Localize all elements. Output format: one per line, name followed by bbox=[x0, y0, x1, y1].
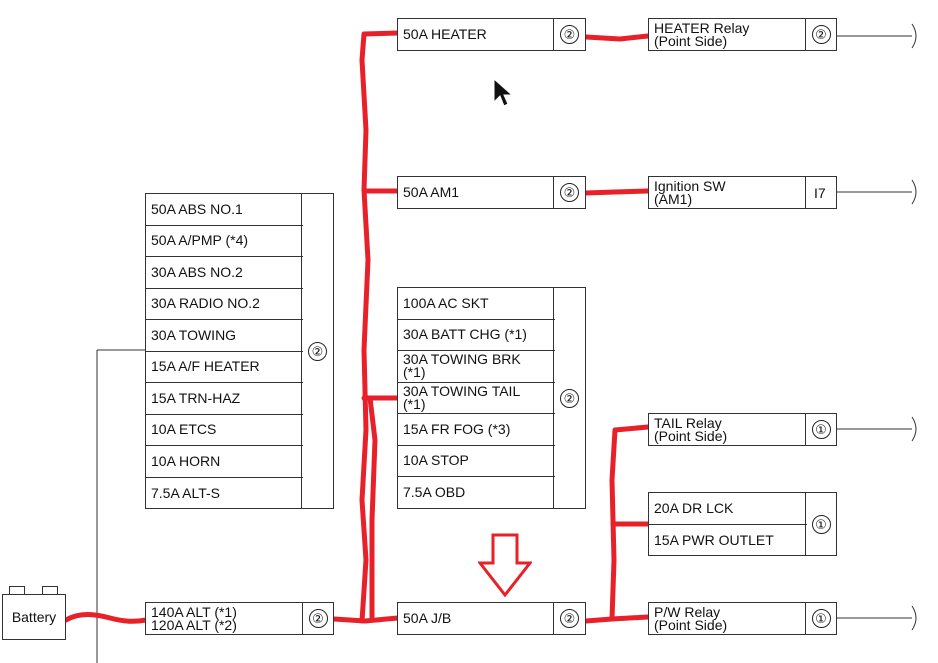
wire-break-4 bbox=[911, 605, 917, 631]
battery-label: Battery bbox=[11, 609, 57, 625]
fuse-row: 7.5A ALT-S bbox=[151, 484, 221, 501]
connector-number: ② bbox=[560, 25, 579, 44]
pw-relay: P/W Relay (Point Side) ① bbox=[648, 602, 837, 635]
fuse-row: 50A ABS NO.1 bbox=[146, 194, 303, 226]
fuse-row: 15A PWR OUTLET bbox=[654, 531, 774, 548]
connector-cell: ② bbox=[553, 19, 585, 50]
fuse-row: 50A A/PMP (*4) bbox=[146, 226, 303, 257]
red-wire-alt-jb bbox=[331, 615, 401, 624]
connector-cell: I7 bbox=[805, 177, 836, 208]
tail-relay: TAIL Relay (Point Side) ① bbox=[648, 413, 837, 446]
connector-number: ② bbox=[308, 609, 328, 628]
red-wire-battery-alt bbox=[63, 612, 149, 624]
connector-number: ② bbox=[560, 388, 579, 408]
jb-fuse-label: 50A J/B bbox=[403, 610, 452, 626]
heater-fuse: 50A HEATER ② bbox=[397, 18, 586, 51]
ignition-switch-line1: Ignition SW bbox=[654, 177, 726, 194]
wire-break-3 bbox=[911, 416, 917, 442]
connector-number: ② bbox=[560, 183, 579, 202]
fuse-row: 15A A/F HEATER bbox=[146, 352, 303, 383]
middle-fuse-block: 100A AC SKT 30A BATT CHG (*1) 30A TOWING… bbox=[397, 287, 586, 509]
heater-relay-line2: (Point Side) bbox=[654, 32, 728, 49]
fuse-row: 30A TOWING bbox=[146, 320, 303, 352]
red-wire-right-trunk bbox=[609, 424, 651, 622]
am1-fuse-label: 50A AM1 bbox=[403, 184, 460, 200]
alt-fuse: 140A ALT (*1) 120A ALT (*2) ② bbox=[145, 602, 334, 635]
red-wire-trunk bbox=[359, 30, 401, 624]
battery: Battery bbox=[2, 594, 66, 640]
connector-number: ② bbox=[308, 341, 327, 361]
red-wire-heater-relay bbox=[583, 33, 651, 42]
connector-cell: ② bbox=[805, 19, 836, 50]
connector-cell: ② bbox=[553, 177, 585, 208]
fuse-row: 10A STOP bbox=[398, 446, 555, 477]
mouse-pointer-icon bbox=[493, 78, 513, 107]
tail-relay-line1: TAIL Relay bbox=[654, 414, 722, 431]
connector-number: ① bbox=[811, 420, 831, 439]
heater-fuse-label: 50A HEATER bbox=[403, 26, 487, 42]
battery-terminal-negative bbox=[9, 586, 25, 594]
ignition-switch: Ignition SW (AM1) I7 bbox=[648, 176, 837, 209]
pw-relay-label: P/W Relay (Point Side) bbox=[649, 603, 807, 634]
red-wire-jb-out bbox=[583, 614, 651, 624]
connector-cell: ① bbox=[805, 414, 836, 445]
red-wire-ignition bbox=[583, 188, 651, 196]
fuse-row: 15A FR FOG (*3) bbox=[398, 414, 555, 446]
am1-fuse: 50A AM1 ② bbox=[397, 176, 586, 209]
connector-number: ② bbox=[811, 25, 831, 44]
fuse-row: 10A HORN bbox=[146, 446, 303, 478]
red-wire-trunk-2 bbox=[367, 395, 378, 623]
fuse-row: 20A DR LCK bbox=[649, 493, 807, 525]
tail-relay-line2: (Point Side) bbox=[654, 427, 728, 444]
connector-cell: ② bbox=[553, 603, 585, 634]
pw-relay-line1: P/W Relay bbox=[654, 603, 721, 620]
down-arrow-icon bbox=[478, 533, 532, 597]
alt-fuse-line2: 120A ALT (*2) bbox=[151, 616, 237, 633]
heater-relay-label: HEATER Relay (Point Side) bbox=[649, 19, 807, 50]
wire-break-1 bbox=[911, 23, 917, 49]
dr-fuse-block: 20A DR LCK 15A PWR OUTLET ① bbox=[648, 492, 837, 556]
fuse-row: 7.5A OBD bbox=[403, 484, 466, 500]
connector-number: ① bbox=[811, 609, 831, 628]
battery-terminal-positive bbox=[42, 586, 58, 594]
connector-cell: ① bbox=[805, 493, 836, 555]
fuse-row: 30A BATT CHG (*1) bbox=[398, 320, 555, 351]
fuse-row: 30A TOWING TAIL (*1) bbox=[398, 383, 555, 414]
fuse-row: 10A ETCS bbox=[146, 415, 303, 446]
ignition-switch-line2: (AM1) bbox=[654, 190, 693, 207]
tail-relay-label: TAIL Relay (Point Side) bbox=[649, 414, 807, 445]
connector-cell: ② bbox=[553, 288, 585, 508]
alt-fuse-label: 140A ALT (*1) 120A ALT (*2) bbox=[146, 603, 304, 634]
heater-relay: HEATER Relay (Point Side) ② bbox=[648, 18, 837, 51]
connector-code: I7 bbox=[814, 184, 826, 201]
alt-fuse-line1: 140A ALT (*1) bbox=[151, 603, 237, 620]
connector-number: ① bbox=[811, 514, 831, 534]
connector-number: ② bbox=[560, 609, 579, 628]
connector-cell: ② bbox=[302, 603, 333, 634]
jb-fuse: 50A J/B ② bbox=[397, 602, 586, 635]
heater-relay-line1: HEATER Relay bbox=[654, 19, 750, 36]
fuse-row: 100A AC SKT bbox=[398, 288, 555, 320]
fuse-row: 30A ABS NO.2 bbox=[146, 257, 303, 289]
ignition-switch-label: Ignition SW (AM1) bbox=[649, 177, 807, 208]
fuse-row: 15A TRN-HAZ bbox=[146, 383, 303, 415]
left-fuse-block: 50A ABS NO.1 50A A/PMP (*4) 30A ABS NO.2… bbox=[145, 193, 334, 509]
fuse-row: 30A TOWING BRK (*1) bbox=[398, 351, 555, 383]
fuse-row: 30A RADIO NO.2 bbox=[146, 289, 303, 320]
connector-cell: ② bbox=[301, 194, 333, 508]
wire-break-2 bbox=[911, 179, 917, 205]
pw-relay-line2: (Point Side) bbox=[654, 616, 728, 633]
connector-cell: ① bbox=[805, 603, 836, 634]
